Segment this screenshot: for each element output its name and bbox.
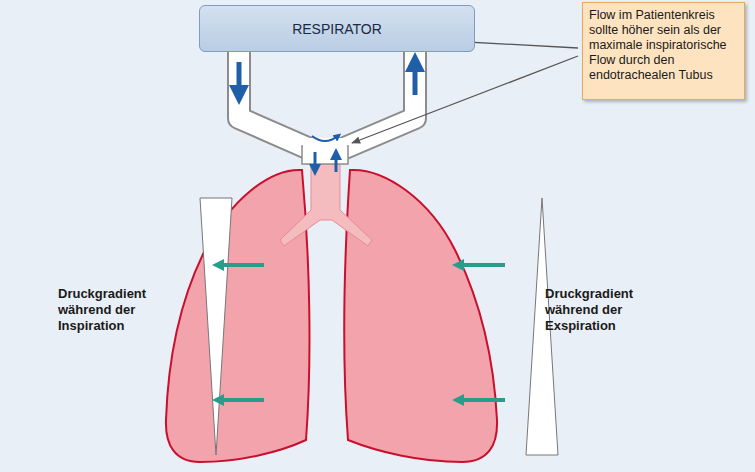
respirator-box: RESPIRATOR (199, 5, 475, 52)
right-lung (344, 170, 497, 462)
tube-cover (303, 138, 347, 150)
gradient-wedge (200, 198, 232, 455)
expiratory-tube-inner (340, 52, 415, 150)
pressure-arrow (458, 263, 505, 267)
device-label: RESPIRATOR (292, 21, 382, 37)
leader-line (352, 56, 578, 143)
inspiratory-tube-inner (239, 52, 312, 150)
inspiratory-tube (239, 52, 312, 150)
callout-box: Flow im Patientenkreis sollte höher sein… (582, 2, 745, 100)
gradient-label: Druckgradient während der Exspiration (545, 286, 665, 334)
flow-arrow (335, 154, 338, 172)
pressure-arrow (218, 398, 264, 402)
flow-arrow (314, 152, 317, 170)
expiratory-tube (340, 52, 415, 150)
pressure-arrow (218, 263, 264, 267)
callout-text: Flow im Patientenkreis sollte höher sein… (589, 8, 738, 83)
flow-arrow (413, 62, 418, 95)
flow-arrow (237, 62, 242, 95)
left-lung (166, 170, 310, 462)
gradient-label: Druckgradient während der Inspiration (58, 286, 170, 334)
pressure-arrow (458, 398, 505, 402)
circuit-flow-arc (312, 136, 338, 141)
